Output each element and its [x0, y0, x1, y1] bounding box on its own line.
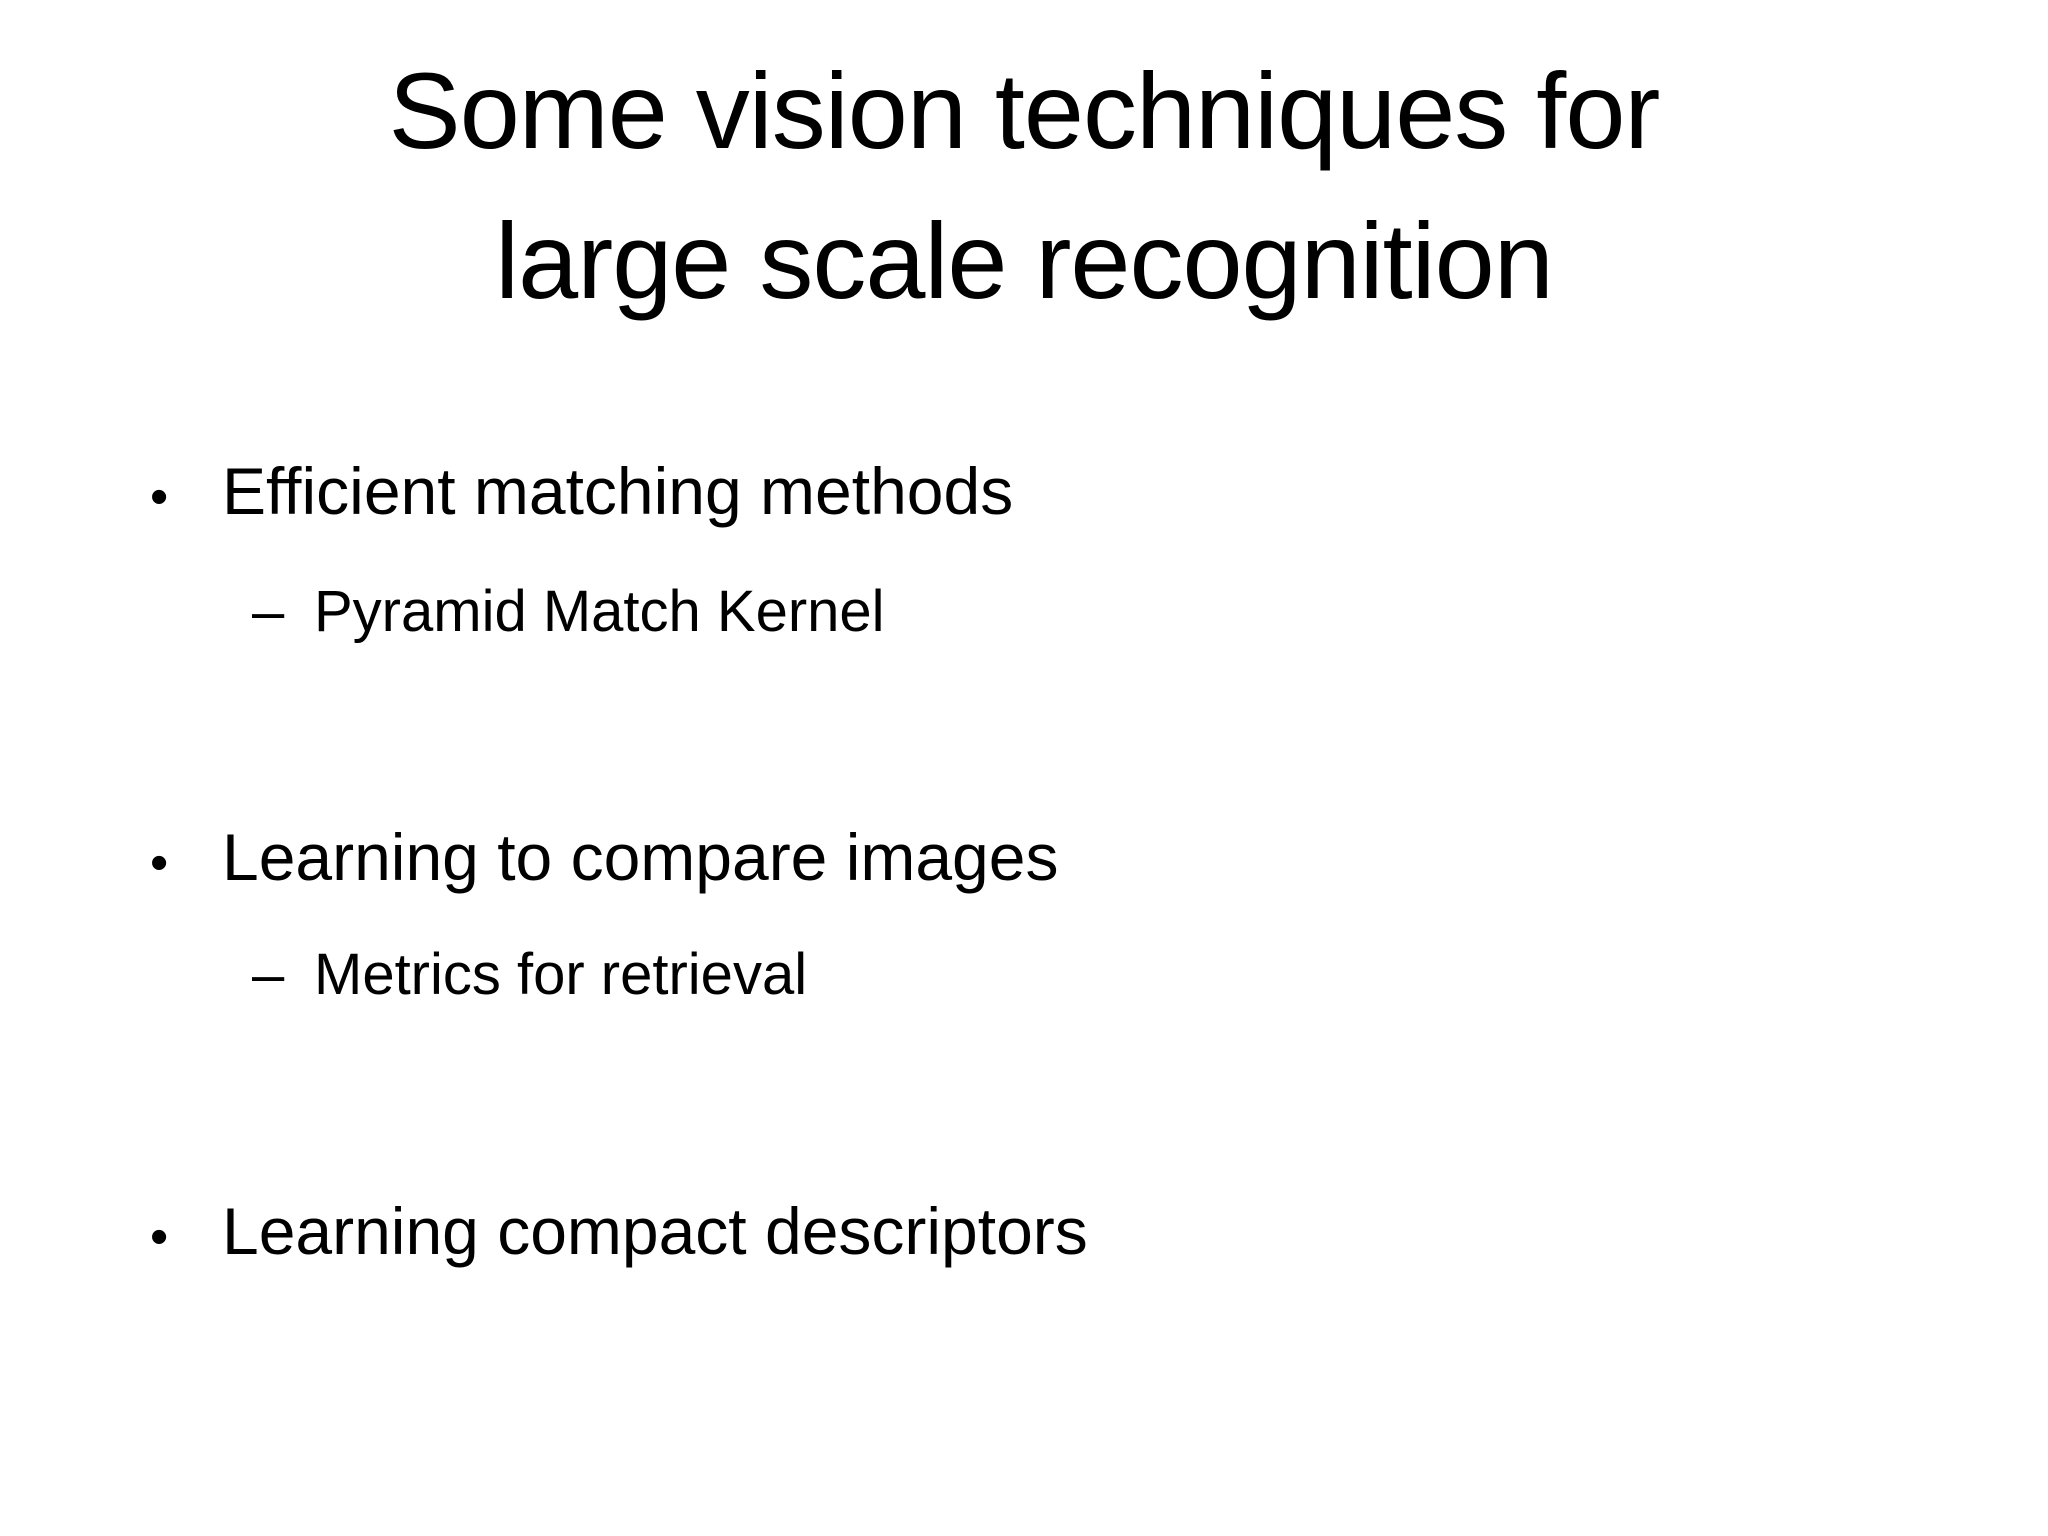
slide-title-line-2: large scale recognition: [495, 200, 1554, 322]
bullet-icon: •: [150, 834, 169, 893]
subbullet-text-pyramid-match-kernel: Pyramid Match Kernel: [314, 579, 885, 645]
bullet-text-efficient-matching-methods: Efficient matching methods: [222, 454, 1014, 529]
list-subitem: – Metrics for retrieval: [0, 935, 2048, 1015]
list-item: • Learning to compare images: [0, 812, 2048, 902]
list-item: • Learning compact descriptors: [0, 1186, 2048, 1276]
bullet-icon: •: [150, 1208, 169, 1267]
bullet-list: • Efficient matching methods – Pyramid M…: [0, 446, 2048, 1276]
dash-icon: –: [252, 942, 285, 1008]
slide-title: Some vision techniques for large scale r…: [0, 0, 2048, 336]
bullet-text-learning-compact-descriptors: Learning compact descriptors: [222, 1194, 1088, 1269]
bullet-text-learning-to-compare-images: Learning to compare images: [222, 820, 1059, 895]
subbullet-text-metrics-for-retrieval: Metrics for retrieval: [314, 942, 808, 1008]
slide-title-line-1: Some vision techniques for: [388, 50, 1661, 171]
list-item: • Efficient matching methods: [0, 446, 2048, 536]
dash-icon: –: [252, 579, 285, 645]
bullet-icon: •: [150, 468, 169, 527]
list-subitem: – Pyramid Match Kernel: [0, 572, 2048, 652]
